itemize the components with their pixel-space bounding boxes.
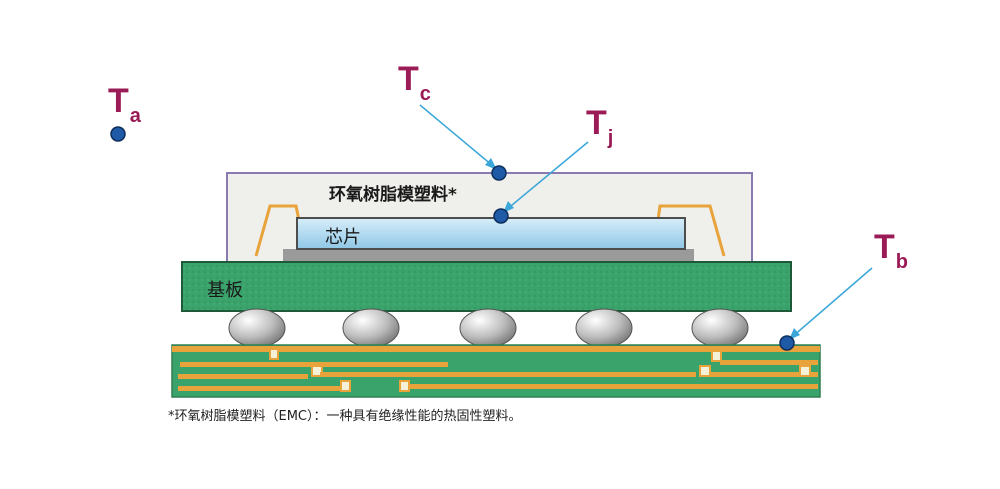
solder-ball xyxy=(228,308,286,348)
bond-wire-right xyxy=(656,204,726,257)
die-attach xyxy=(283,249,694,261)
arrowhead-tc xyxy=(485,158,497,170)
pcb-board xyxy=(171,344,821,398)
bond-wire-left xyxy=(254,204,301,257)
mold-label: 环氧树脂模塑料* xyxy=(329,185,457,205)
label-tj: Tj xyxy=(586,104,614,149)
point-tb xyxy=(779,335,795,351)
point-tc xyxy=(491,165,507,181)
solder-balls xyxy=(228,308,749,348)
leader-tj xyxy=(505,141,589,211)
label-tb: Tb xyxy=(874,228,908,273)
solder-ball xyxy=(459,308,517,348)
point-tj xyxy=(493,208,509,224)
solder-ball xyxy=(342,308,400,348)
chip xyxy=(296,217,686,250)
label-ta: Ta xyxy=(108,82,141,127)
solder-ball xyxy=(691,308,749,348)
package-substrate xyxy=(181,261,792,312)
leader-tc xyxy=(419,104,494,167)
chip-label: 芯片 xyxy=(325,227,361,248)
point-ta xyxy=(110,126,126,142)
label-tc: Tc xyxy=(398,60,431,105)
solder-ball xyxy=(575,308,633,348)
substrate-label: 基板 xyxy=(207,280,243,301)
footnote: *环氧树脂模塑料（EMC）：一种具有绝缘性能的热固性塑料。 xyxy=(168,409,522,424)
leader-tb xyxy=(791,267,873,338)
